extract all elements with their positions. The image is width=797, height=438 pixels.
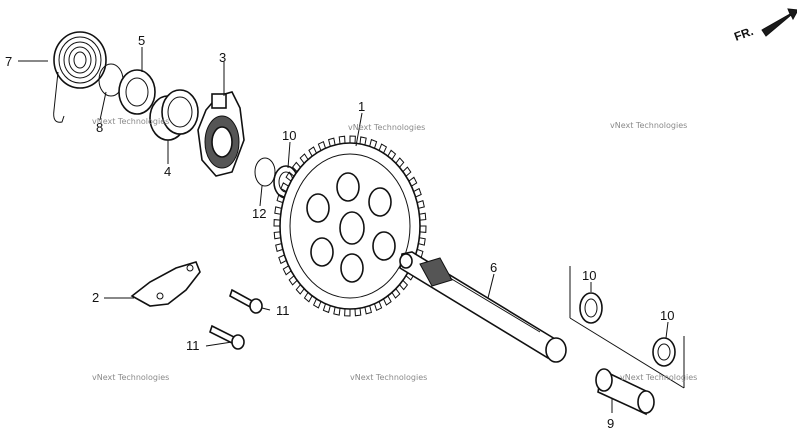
collar-part [149,89,199,141]
leader-lines [18,47,669,413]
front-direction-marker: FR. [732,8,797,44]
driven-gear-part [273,135,427,317]
bracket-part [130,261,201,307]
watermark-text: vNext Technologies [92,117,169,126]
watermark-text: vNext Technologies [620,373,697,382]
circlip-part-12 [254,157,276,187]
watermark-text: vNext Technologies [350,373,427,382]
callout-6: 6 [490,260,497,275]
gear-teeth [273,135,427,317]
callout-10b: 10 [582,268,596,283]
callout-5: 5 [138,33,145,48]
bolt-part-11b [209,324,245,350]
callout-12: 12 [252,206,266,221]
spring-part [53,31,107,123]
bolt-part-11a [229,288,263,314]
callout-2: 2 [92,290,99,305]
ratchet-part [197,91,245,177]
callout-4: 4 [164,164,171,179]
callout-7: 7 [5,54,12,69]
front-arrow-icon [761,8,797,37]
bushing-part [595,368,655,416]
group-bracket [569,266,685,389]
callout-11b: 11 [186,338,200,353]
watermark-text: vNext Technologies [610,121,687,130]
washer-part-10b [579,292,603,324]
callout-10a: 10 [282,128,296,143]
washer-part-10c [652,337,676,367]
callout-10c: 10 [660,308,674,323]
watermark-text: vNext Technologies [348,123,425,132]
callout-3: 3 [219,50,226,65]
callout-labels: 7 5 3 8 4 1 10 12 2 6 11 11 10 10 9 [5,33,674,431]
fr-label: FR. [732,24,755,44]
watermarks: vNext Technologies vNext Technologies vN… [92,117,697,382]
callout-9: 9 [607,416,614,431]
callout-11a: 11 [276,303,290,318]
callout-8: 8 [96,120,103,135]
callout-1: 1 [358,99,365,114]
kick-shaft-part [399,251,567,363]
watermark-text: vNext Technologies [92,373,169,382]
washer-part-5 [118,69,156,115]
